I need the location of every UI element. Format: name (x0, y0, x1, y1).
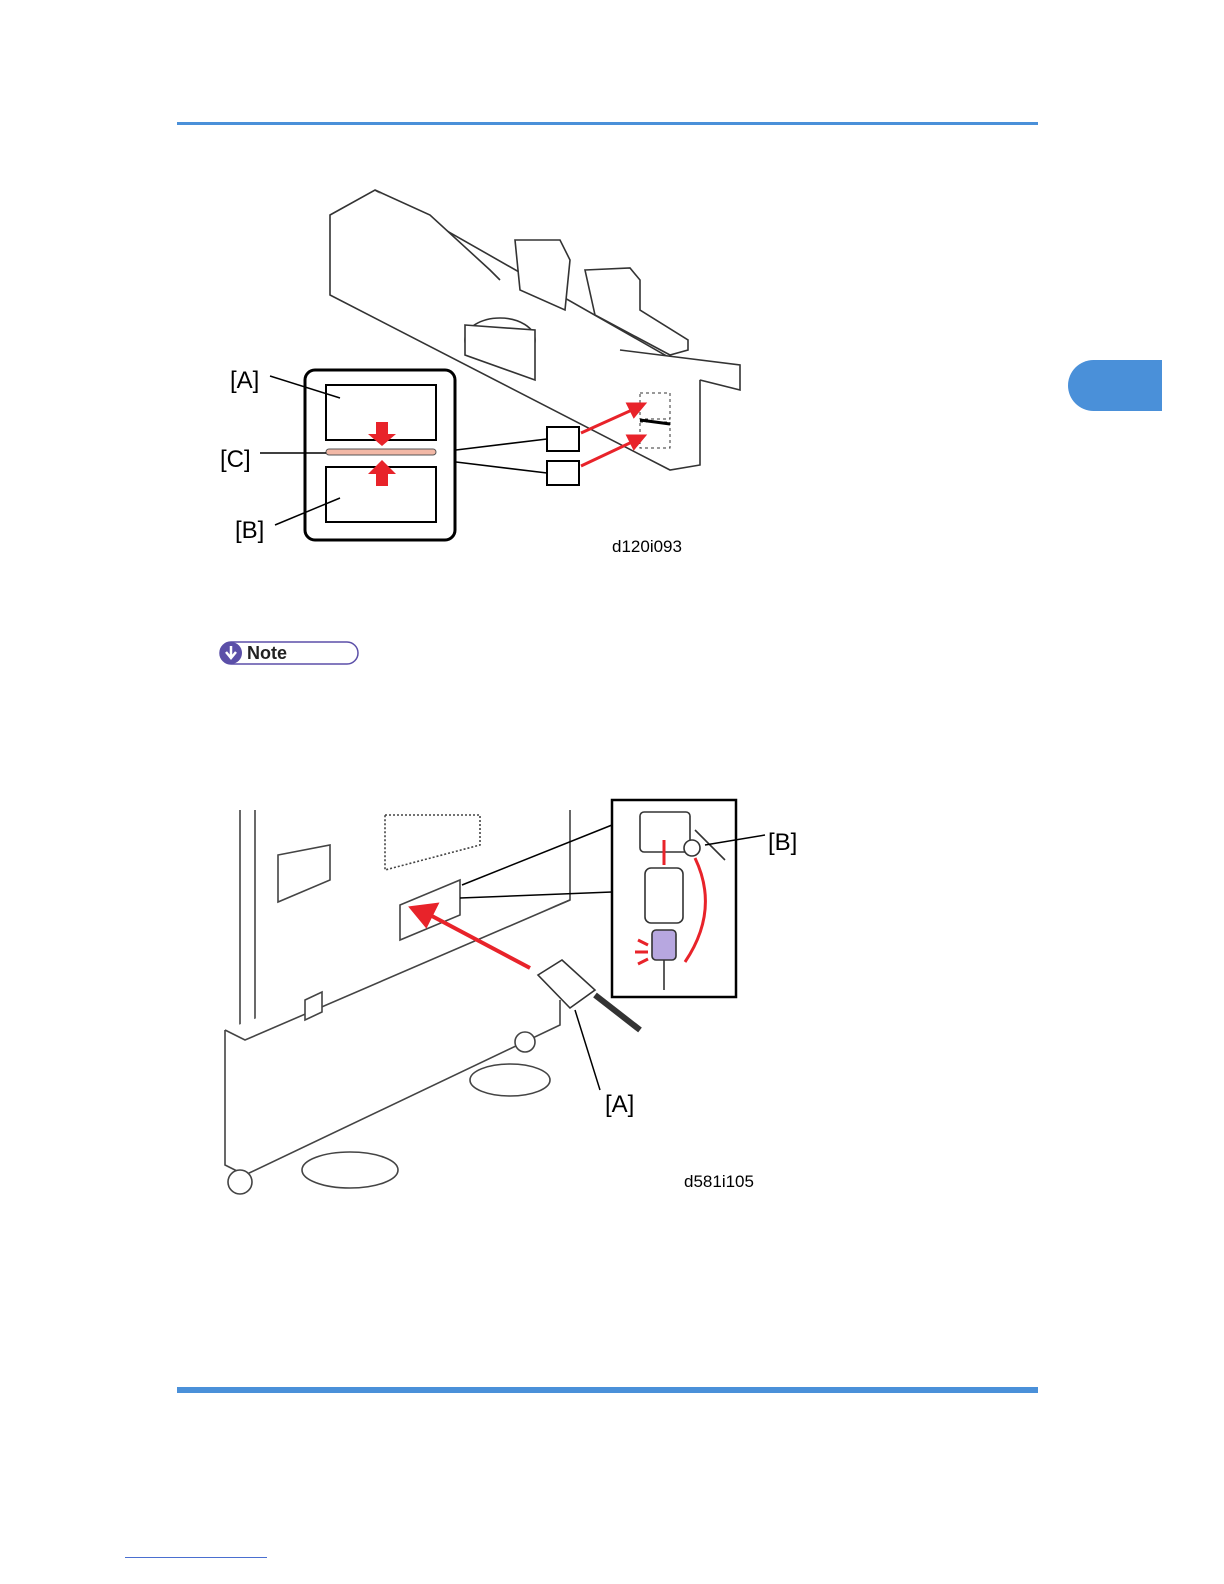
label-a: [A] (605, 1091, 634, 1118)
label-b: [B] (235, 517, 264, 544)
chapter-tab[interactable] (1068, 360, 1162, 411)
header-rule (177, 122, 1038, 125)
sticker-b (547, 461, 579, 485)
footer-rule (177, 1387, 1038, 1393)
figure-code: d120i093 (612, 537, 682, 556)
note-label: Note (247, 643, 287, 663)
label-c: [C] (220, 446, 251, 473)
label-b: [B] (768, 829, 797, 856)
sticker-a (547, 427, 579, 451)
power-cord-figure: [B] [A] d581i105 (200, 790, 820, 1210)
figure-code: d581i105 (684, 1172, 754, 1191)
note-badge: Note (219, 641, 359, 665)
footer-link-underline[interactable] (125, 1557, 267, 1558)
label-a: [A] (230, 367, 259, 394)
tray-figure: [A] [C] [B] d120i093 (200, 180, 760, 570)
machine-drawing (225, 810, 570, 1194)
gap-indicator (326, 449, 436, 455)
